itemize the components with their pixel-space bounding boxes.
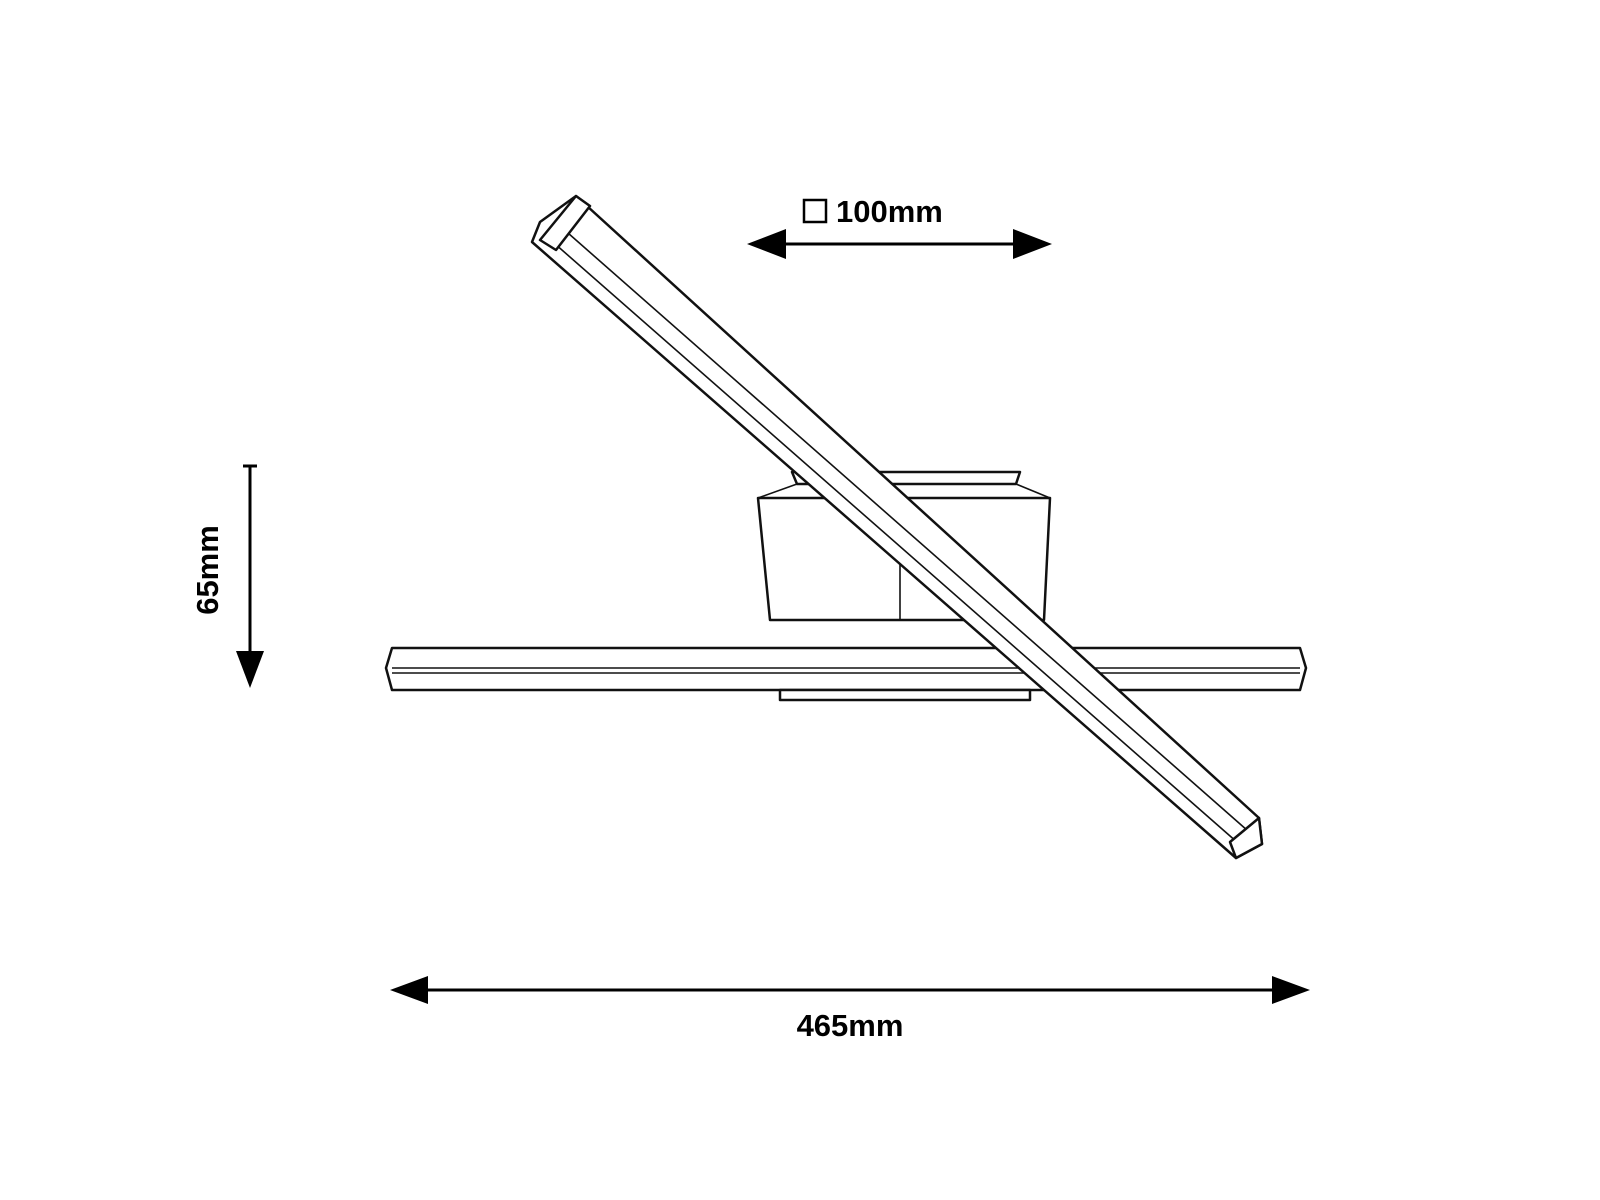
horizontal-bar-body bbox=[384, 646, 1308, 692]
arrow-left-icon bbox=[390, 976, 428, 1004]
height-label: 65mm bbox=[190, 525, 225, 615]
diagonal-bar-body bbox=[530, 194, 1264, 860]
horizontal-light-bar bbox=[384, 646, 1308, 702]
arrow-down-icon bbox=[236, 651, 264, 688]
diagonal-light-bar bbox=[530, 194, 1264, 860]
arrow-right-icon bbox=[1272, 976, 1310, 1004]
diagonal-bar-end-cap-bottom bbox=[1228, 816, 1264, 860]
base-size-label: 100mm bbox=[836, 194, 943, 229]
bar-mount-plate bbox=[778, 688, 1032, 702]
base-size-dimension: 100mm bbox=[747, 194, 1052, 259]
width-dimension: 465mm bbox=[390, 976, 1310, 1043]
square-icon bbox=[802, 198, 828, 224]
height-dimension: 65mm bbox=[190, 464, 264, 688]
width-label: 465mm bbox=[797, 1008, 904, 1043]
arrow-left-icon bbox=[747, 229, 786, 259]
diagonal-bar-end-cap-top bbox=[538, 194, 592, 252]
arrow-right-icon bbox=[1013, 229, 1052, 259]
